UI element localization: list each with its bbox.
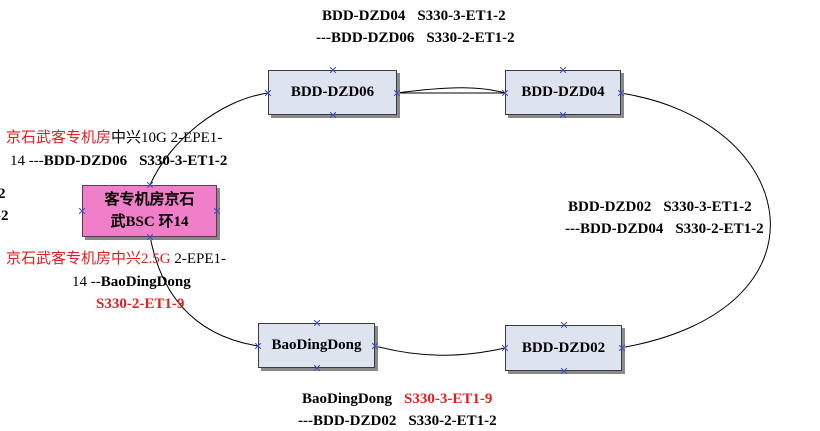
connection-handle[interactable]	[560, 322, 567, 328]
connection-handle[interactable]	[79, 208, 85, 214]
node-label: BDD-DZD02	[521, 339, 606, 356]
core-label-line2: 武BSC 环14	[110, 214, 189, 230]
connection-handle[interactable]	[313, 320, 320, 326]
connection-handle[interactable]	[618, 89, 624, 96]
node-baodingdong[interactable]: BaoDingDong	[258, 323, 375, 368]
connection-handle[interactable]	[560, 368, 567, 374]
label-lower-left-line3: S330-2-ET1-9	[96, 296, 185, 312]
connection-handle[interactable]	[560, 112, 566, 118]
connection-handle[interactable]	[502, 89, 508, 96]
node-bdd-dzd02[interactable]: BDD-DZD02	[505, 325, 622, 371]
connection-handle[interactable]	[329, 112, 336, 118]
connection-handle[interactable]	[146, 182, 153, 188]
connection-handle[interactable]	[394, 89, 400, 96]
node-label: BDD-DZD04	[521, 84, 605, 100]
connection-handle[interactable]	[560, 67, 566, 73]
label-lower-left-line1: 京石武客专机房中兴2.5G 2-EPE1-	[6, 251, 227, 267]
node-core-bsc[interactable]: 客专机房京石 武BSC 环14	[82, 185, 217, 237]
connection-handle[interactable]	[372, 342, 378, 349]
connection-handle[interactable]	[329, 67, 336, 73]
connection-handle[interactable]	[502, 345, 508, 351]
connection-handle[interactable]	[214, 208, 220, 214]
node-bdd-dzd04[interactable]: BDD-DZD04	[505, 70, 621, 115]
core-label-line1: 客专机房京石	[104, 192, 195, 208]
connection-handle[interactable]	[265, 89, 271, 96]
node-label: BaoDingDong	[271, 337, 362, 353]
connection-handle[interactable]	[619, 345, 625, 351]
connection-handle[interactable]	[313, 365, 320, 371]
node-bdd-dzd06[interactable]: BDD-DZD06	[268, 70, 397, 115]
label-edge-left-line1: 2	[0, 186, 6, 202]
connection-handle[interactable]	[146, 234, 153, 240]
node-label: BDD-DZD06	[290, 84, 375, 100]
connection-handle[interactable]	[255, 342, 261, 349]
label-upper-left-line1: 京石武客专机房中兴10G 2-EPE1-	[6, 130, 223, 146]
label-edge-left-line2: -2	[0, 208, 9, 224]
label-lower-left-line2: 14 --BaoDingDong	[72, 274, 191, 290]
